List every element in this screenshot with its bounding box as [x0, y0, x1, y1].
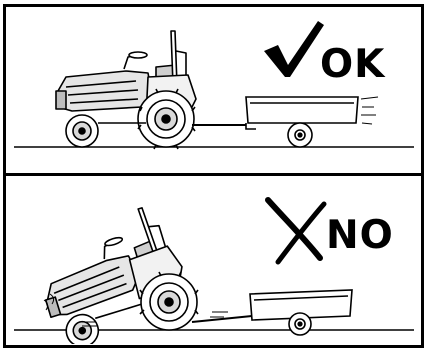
panel-ok: OK [6, 7, 421, 175]
panel-no: NO [6, 176, 421, 344]
ok-scene [6, 7, 421, 175]
motion-lines-drawbar [210, 312, 228, 317]
verdict-no-label: NO [326, 216, 394, 255]
cross-icon [268, 200, 320, 258]
no-scene [6, 176, 421, 344]
trailer-tilted [250, 290, 352, 335]
trailer-level [246, 97, 358, 147]
tractor-level [56, 31, 196, 149]
verdict-ok-label: OK [320, 45, 385, 84]
motion-lines-trailer [361, 97, 378, 124]
check-icon [264, 21, 324, 77]
